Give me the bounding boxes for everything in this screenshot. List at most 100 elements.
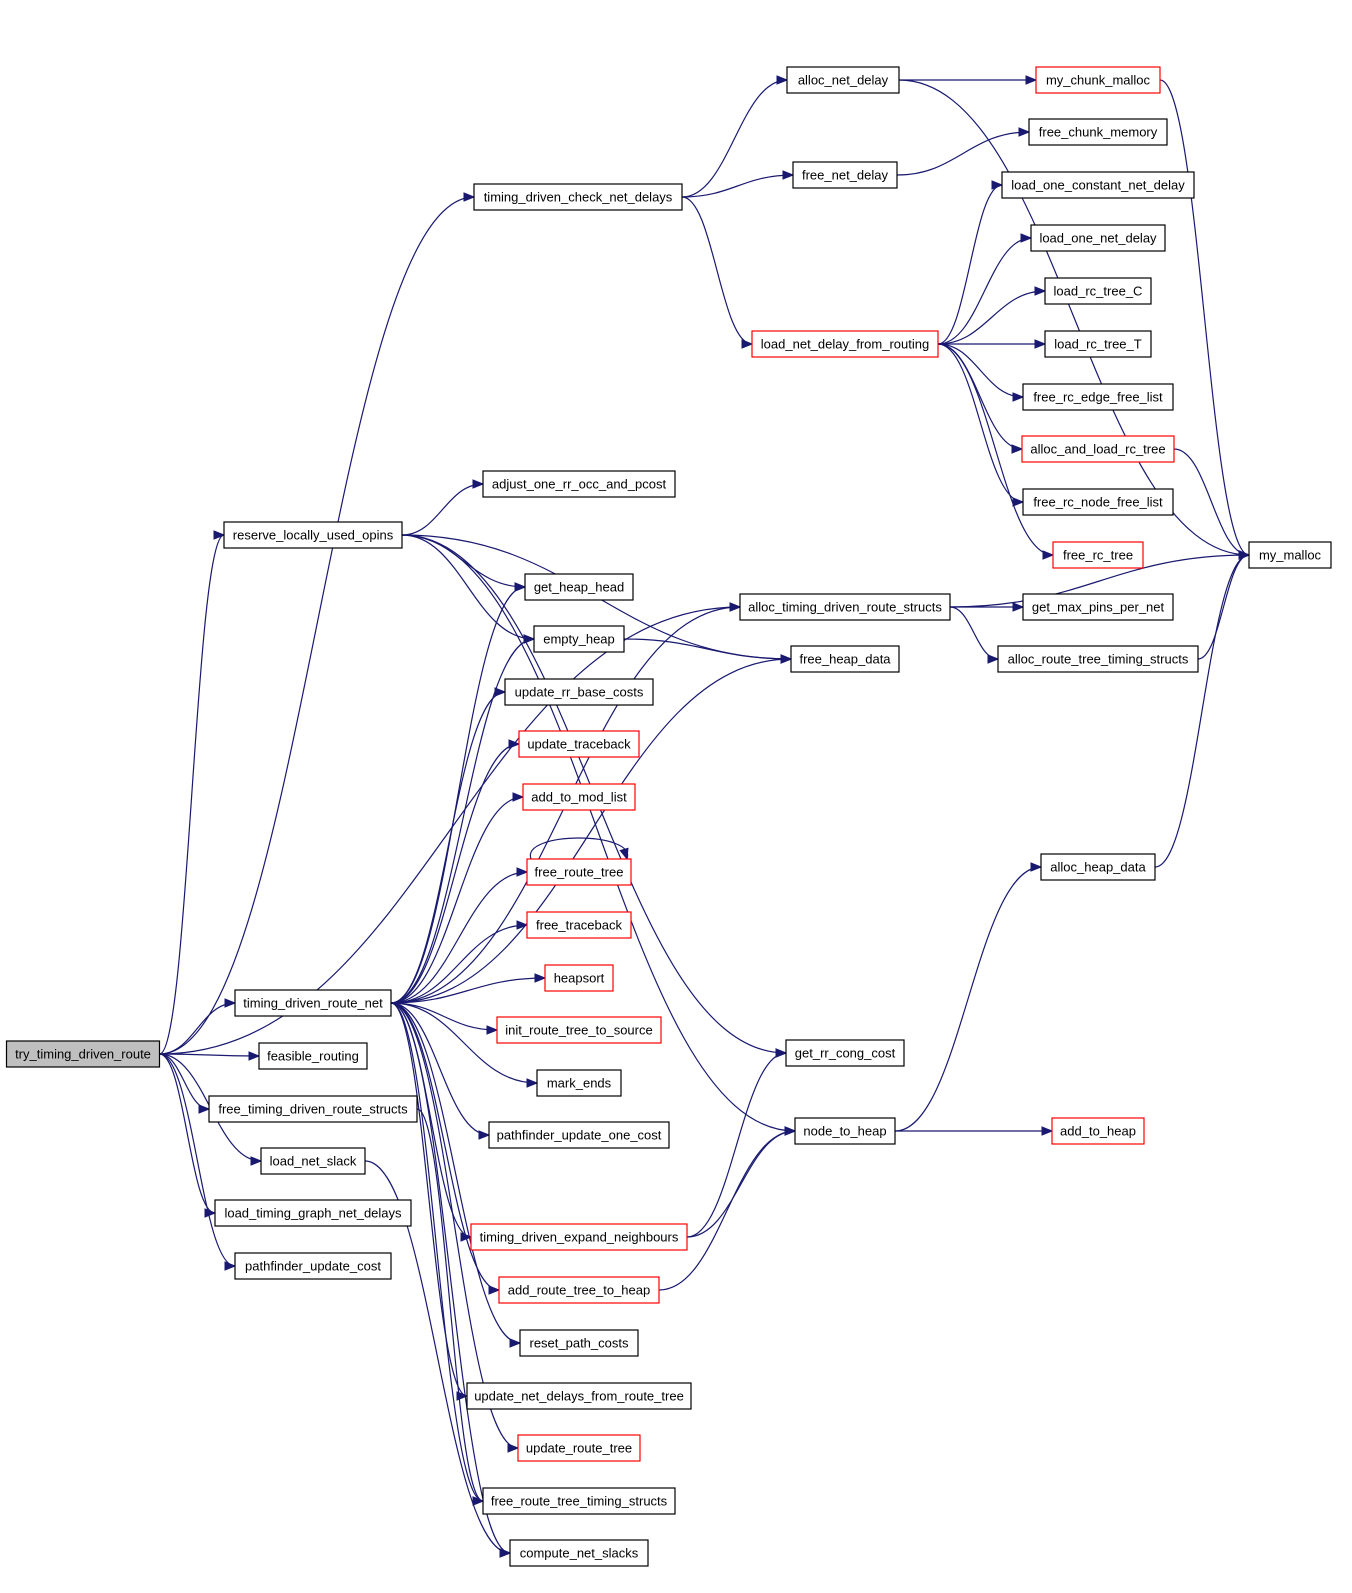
- call-edge: [159, 602, 742, 1055]
- node-label: load_timing_graph_net_delays: [224, 1206, 402, 1221]
- call-edge: [159, 998, 237, 1055]
- node-box: [522, 783, 636, 811]
- node-reserve-locally-used-opins[interactable]: reserve_locally_used_opins: [223, 521, 403, 549]
- node-update-rr-base-costs[interactable]: update_rr_base_costs: [504, 678, 654, 706]
- node-reset-path-costs[interactable]: reset_path_costs: [519, 1329, 639, 1357]
- node-box: [544, 964, 614, 992]
- node-free-route-tree[interactable]: free_route_tree: [526, 858, 632, 886]
- call-edge: [390, 1002, 539, 1088]
- call-edge: [390, 634, 536, 1004]
- node-label: node_to_heap: [803, 1124, 886, 1139]
- node-get-heap-head[interactable]: get_heap_head: [524, 573, 634, 601]
- node-heapsort[interactable]: heapsort: [544, 964, 614, 992]
- node-empty-heap[interactable]: empty_heap: [533, 625, 625, 653]
- call-edge: [416, 1108, 485, 1506]
- arrowhead-icon: [1025, 75, 1038, 85]
- node-adjust-one-rr-occ-and-pcost[interactable]: adjust_one_rr_occ_and_pcost: [482, 470, 676, 498]
- node-label: free_chunk_memory: [1039, 125, 1158, 140]
- node-free-traceback[interactable]: free_traceback: [526, 911, 632, 939]
- node-label: timing_driven_expand_neighbours: [480, 1230, 679, 1245]
- node-label: free_route_tree_timing_structs: [491, 1494, 668, 1509]
- node-load-net-delay-from-routing[interactable]: load_net_delay_from_routing: [751, 330, 939, 358]
- node-timing-driven-route-net[interactable]: timing_driven_route_net: [234, 989, 392, 1017]
- arrowhead-icon: [991, 180, 1004, 190]
- node-update-route-tree[interactable]: update_route_tree: [517, 1434, 641, 1462]
- arrowhead-icon: [509, 1338, 522, 1348]
- node-box: [208, 1095, 418, 1123]
- arrowhead-icon: [1034, 339, 1047, 349]
- arrowhead-icon: [1238, 550, 1251, 560]
- call-edge: [898, 79, 1251, 560]
- arrowhead-icon: [729, 602, 742, 612]
- arrowhead-icon: [1030, 862, 1043, 872]
- call-edge: [937, 343, 1055, 560]
- node-label: load_one_constant_net_delay: [1011, 178, 1185, 193]
- node-load-timing-graph-net-delays[interactable]: load_timing_graph_net_delays: [214, 1199, 412, 1227]
- node-free-heap-data[interactable]: free_heap_data: [790, 645, 900, 673]
- node-timing-driven-expand-neighbours[interactable]: timing_driven_expand_neighbours: [470, 1223, 688, 1251]
- call-edge: [1154, 550, 1251, 868]
- node-get-max-pins-per-net[interactable]: get_max_pins_per_net: [1022, 593, 1174, 621]
- node-box: [739, 593, 951, 621]
- node-load-rc-tree-C[interactable]: load_rc_tree_C: [1044, 277, 1152, 305]
- node-pathfinder-update-cost[interactable]: pathfinder_update_cost: [234, 1252, 392, 1280]
- node-update-net-delays-from-route-tree[interactable]: update_net_delays_from_route_tree: [466, 1382, 692, 1410]
- node-label: empty_heap: [543, 632, 615, 647]
- node-box: [786, 66, 900, 94]
- node-free-rc-edge-free-list[interactable]: free_rc_edge_free_list: [1022, 383, 1174, 411]
- node-node-to-heap[interactable]: node_to_heap: [794, 1117, 896, 1145]
- node-box: [482, 470, 676, 498]
- node-init-route-tree-to-source[interactable]: init_route_tree_to_source: [496, 1016, 662, 1044]
- node-compute-net-slacks[interactable]: compute_net_slacks: [509, 1539, 649, 1567]
- node-label: mark_ends: [547, 1076, 612, 1091]
- node-add-to-heap[interactable]: add_to_heap: [1051, 1117, 1145, 1145]
- call-edge: [390, 1002, 501, 1295]
- node-alloc-net-delay[interactable]: alloc_net_delay: [786, 66, 900, 94]
- node-free-route-tree-timing-structs[interactable]: free_route_tree_timing_structs: [482, 1487, 676, 1515]
- node-my-chunk-malloc[interactable]: my_chunk_malloc: [1035, 66, 1161, 94]
- node-label: free_rc_tree: [1063, 548, 1133, 563]
- node-alloc-route-tree-timing-structs[interactable]: alloc_route_tree_timing_structs: [997, 645, 1199, 673]
- node-alloc-heap-data[interactable]: alloc_heap_data: [1040, 853, 1156, 881]
- arrowhead-icon: [516, 867, 529, 877]
- node-load-one-constant-net-delay[interactable]: load_one_constant_net_delay: [1001, 171, 1195, 199]
- node-free-rc-tree[interactable]: free_rc_tree: [1052, 541, 1144, 569]
- node-feasible-routing[interactable]: feasible_routing: [258, 1042, 368, 1070]
- node-free-timing-driven-route-structs[interactable]: free_timing_driven_route_structs: [208, 1095, 418, 1123]
- arrowhead-icon: [486, 1025, 499, 1035]
- call-edge: [658, 1126, 797, 1291]
- node-my-malloc[interactable]: my_malloc: [1248, 541, 1332, 569]
- arrowhead-icon: [780, 654, 793, 664]
- node-update-traceback[interactable]: update_traceback: [518, 730, 640, 758]
- call-edge: [390, 1002, 522, 1348]
- node-box: [517, 1434, 641, 1462]
- node-add-route-tree-to-heap[interactable]: add_route_tree_to_heap: [498, 1276, 660, 1304]
- node-try-timing-driven-route[interactable]: try_timing_driven_route: [5, 1040, 161, 1068]
- call-edge: [401, 534, 527, 592]
- node-load-rc-tree-T[interactable]: load_rc_tree_T: [1044, 330, 1152, 358]
- node-box: [1030, 224, 1166, 252]
- node-label: update_rr_base_costs: [515, 685, 644, 700]
- node-free-rc-node-free-list[interactable]: free_rc_node_free_list: [1022, 488, 1174, 516]
- node-load-net-slack[interactable]: load_net_slack: [260, 1147, 366, 1175]
- node-free-net-delay[interactable]: free_net_delay: [792, 161, 898, 189]
- arrowhead-icon: [1042, 550, 1055, 560]
- node-pathfinder-update-one-cost[interactable]: pathfinder_update_one_cost: [488, 1121, 670, 1149]
- node-free-chunk-memory[interactable]: free_chunk_memory: [1028, 118, 1168, 146]
- node-add-to-mod-list[interactable]: add_to_mod_list: [522, 783, 636, 811]
- node-load-one-net-delay[interactable]: load_one_net_delay: [1030, 224, 1166, 252]
- call-edge: [681, 196, 754, 349]
- node-label: free_traceback: [536, 918, 622, 933]
- node-alloc-timing-driven-route-structs[interactable]: alloc_timing_driven_route_structs: [739, 593, 951, 621]
- node-get-rr-cong-cost[interactable]: get_rr_cong_cost: [785, 1039, 905, 1067]
- node-box: [496, 1016, 662, 1044]
- node-timing-driven-check-net-delays[interactable]: timing_driven_check_net_delays: [473, 183, 683, 211]
- node-box: [790, 645, 900, 673]
- call-edge: [390, 739, 521, 1004]
- node-box: [234, 989, 392, 1017]
- node-alloc-and-load-rc-tree[interactable]: alloc_and_load_rc_tree: [1021, 435, 1175, 463]
- arrowhead-icon: [1012, 602, 1025, 612]
- node-label: alloc_heap_data: [1050, 860, 1146, 875]
- node-mark-ends[interactable]: mark_ends: [536, 1069, 622, 1097]
